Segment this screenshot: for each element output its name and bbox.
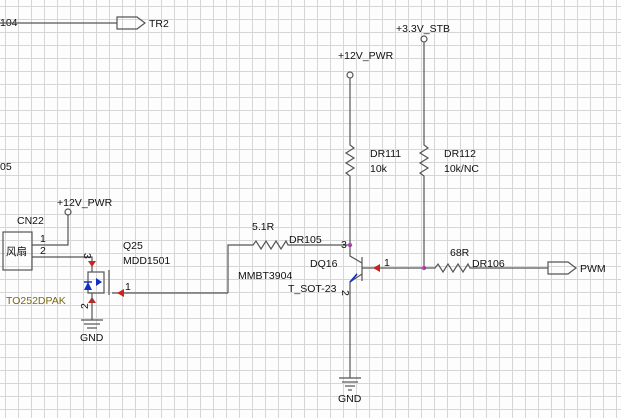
diode-icon	[84, 282, 92, 290]
dr112-ref: DR112	[444, 148, 476, 160]
q25-pin2: 2	[79, 303, 91, 309]
port-tr2-icon	[116, 16, 146, 30]
wire-pin2	[32, 256, 93, 272]
q25-pin1: 1	[125, 281, 131, 293]
dr111-value: 10k	[370, 163, 388, 175]
cn22-pin1: 1	[40, 233, 46, 245]
dr106-value: 68R	[450, 247, 470, 259]
dq16-part: MMBT3904	[238, 270, 292, 282]
dr105-value: 5.1R	[252, 221, 275, 233]
dr112-value: 10k/NC	[444, 163, 479, 175]
power-port-icon	[420, 35, 428, 43]
ground-icon	[339, 377, 361, 391]
diode-icon	[96, 278, 102, 286]
dr105-ref: DR105	[289, 234, 322, 246]
rail-12v-right-label: +12V_PWR	[338, 50, 394, 62]
q25-package: TO252DPAK	[6, 295, 66, 307]
emitter-arrow-icon	[349, 273, 358, 283]
gnd-left-label: GND	[80, 332, 104, 344]
ground-icon	[81, 319, 103, 329]
cn22-ref: CN22	[17, 215, 44, 227]
mosfet-q25[interactable]	[84, 261, 228, 320]
power-port-icon	[346, 71, 354, 79]
cn22-name: 风扇	[6, 245, 27, 258]
dq16-pin2: 2	[339, 290, 351, 296]
resistor-dr111[interactable]	[344, 78, 356, 245]
q25-pin3: 3	[81, 253, 93, 259]
resistor-dr106[interactable]	[424, 262, 548, 274]
dr106-ref: DR106	[472, 258, 505, 270]
resistor-dr112[interactable]	[418, 42, 430, 268]
port-tr2-label[interactable]: TR2	[149, 18, 169, 30]
power-port-icon	[64, 208, 72, 216]
rail-12v-left-label: +12V_PWR	[57, 197, 113, 209]
port-pwm-label[interactable]: PWM	[580, 263, 606, 275]
pin-arrow-icon	[117, 289, 124, 297]
wire-pin1	[32, 215, 69, 246]
q25-part: MDD1501	[123, 255, 170, 267]
dq16-pin3: 3	[341, 239, 347, 251]
resistor-dr105[interactable]	[227, 239, 350, 293]
net-label-05: 05	[0, 161, 12, 173]
gnd-right-label: GND	[338, 393, 362, 405]
connector-cn22[interactable]	[2, 231, 33, 271]
dq16-package: T_SOT-23	[288, 283, 337, 295]
dq16-ref: DQ16	[310, 258, 338, 270]
pin-arrow-icon	[88, 261, 96, 267]
dq16-pin1: 1	[384, 257, 390, 269]
q25-ref: Q25	[123, 240, 143, 252]
cn22-pin2: 2	[40, 245, 46, 257]
transistor-dq16[interactable]	[349, 245, 424, 378]
rail-3v3-label: +3.3V_STB	[396, 23, 450, 35]
dr111-ref: DR111	[370, 148, 401, 160]
pin-arrow-icon	[373, 264, 380, 272]
port-pwm-icon	[547, 261, 577, 275]
